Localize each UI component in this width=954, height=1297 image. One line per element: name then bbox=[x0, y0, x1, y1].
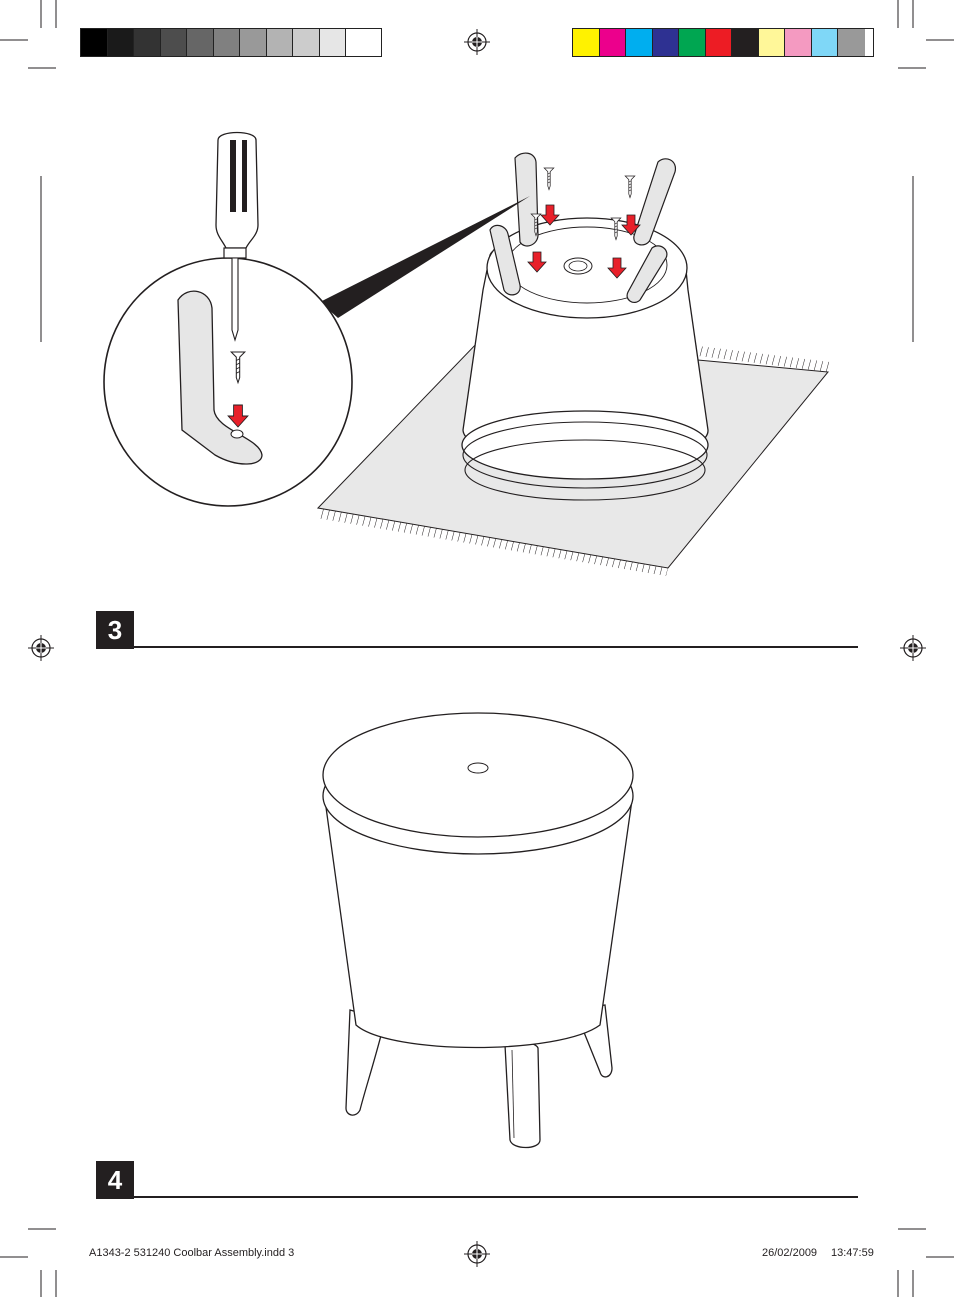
footer-date: 26/02/2009 bbox=[762, 1247, 818, 1259]
registration-mark-bottom bbox=[463, 1240, 491, 1268]
gray-swatch bbox=[134, 29, 161, 56]
color-swatch bbox=[626, 29, 653, 56]
process-color-bar bbox=[572, 28, 874, 57]
gray-swatch bbox=[266, 29, 293, 56]
color-swatch bbox=[599, 29, 626, 56]
color-swatch bbox=[732, 29, 759, 56]
color-swatch bbox=[705, 29, 732, 56]
color-swatch bbox=[838, 29, 865, 56]
gray-swatch bbox=[240, 29, 267, 56]
gray-swatch bbox=[187, 29, 214, 56]
step-number-3: 3 bbox=[96, 611, 134, 649]
registration-mark-left bbox=[27, 634, 55, 662]
gray-swatch bbox=[319, 29, 346, 56]
registration-mark-right bbox=[899, 634, 927, 662]
footer-filename: A1343-2 531240 Coolbar Assembly.indd 3 bbox=[89, 1247, 295, 1259]
gray-swatch bbox=[81, 29, 108, 56]
footer-time: 13:47:59 bbox=[831, 1247, 874, 1259]
step3-illustration bbox=[103, 131, 830, 576]
color-swatch bbox=[785, 29, 812, 56]
gray-swatch bbox=[346, 29, 373, 56]
color-swatch bbox=[573, 29, 600, 56]
gray-swatch bbox=[293, 29, 320, 56]
color-swatch bbox=[811, 29, 838, 56]
step-number-4: 4 bbox=[96, 1161, 134, 1199]
color-swatch bbox=[758, 29, 785, 56]
grayscale-color-bar bbox=[80, 28, 382, 57]
step-3-rule bbox=[96, 646, 858, 648]
color-swatch bbox=[679, 29, 706, 56]
step4-illustration bbox=[322, 712, 634, 1149]
gray-swatch bbox=[107, 29, 134, 56]
gray-swatch bbox=[213, 29, 240, 56]
step-4-rule bbox=[96, 1196, 858, 1198]
registration-mark-top bbox=[463, 28, 491, 56]
gray-swatch bbox=[160, 29, 187, 56]
color-swatch bbox=[652, 29, 679, 56]
